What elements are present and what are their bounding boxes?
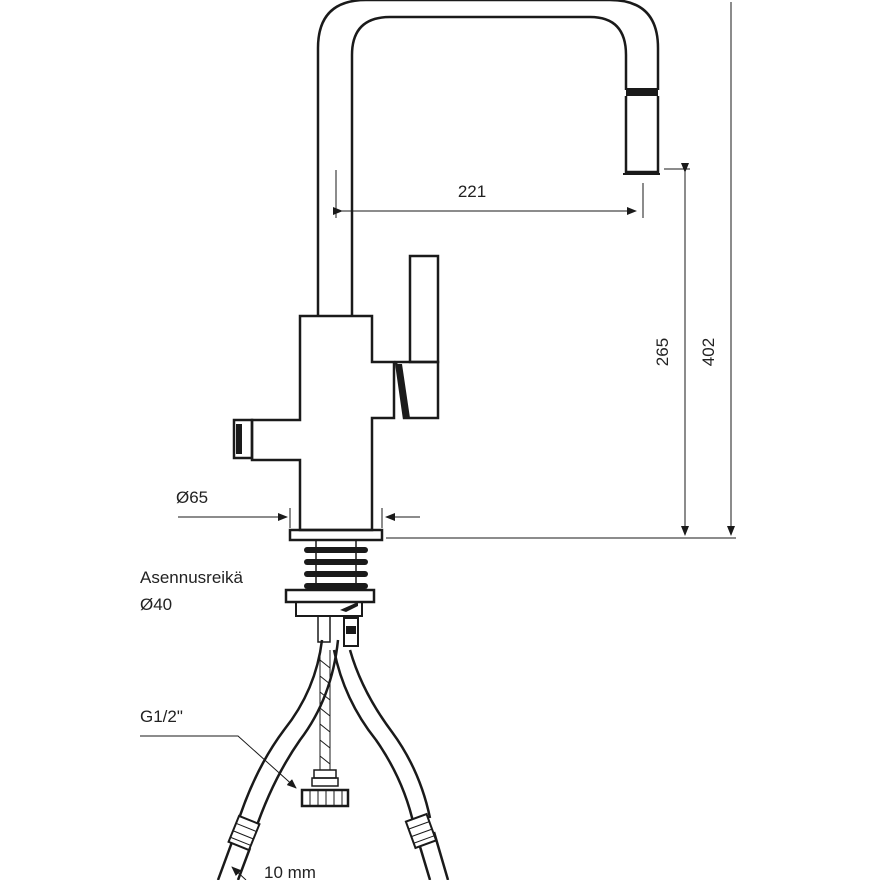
hose-size-callout: 10 mm	[231, 863, 316, 880]
dimension-heights: 265 402	[386, 2, 736, 539]
dimension-total-height-label: 402	[699, 338, 718, 366]
spout	[316, 0, 660, 316]
hose-fittings	[227, 769, 438, 852]
dimension-spout-height-label: 265	[653, 338, 672, 366]
dimension-base-diameter: Ø65	[176, 488, 420, 528]
dimension-reach: 221	[333, 182, 644, 218]
mounting-hole-diameter: Ø40	[140, 595, 172, 614]
dimension-reach-label: 221	[458, 182, 486, 201]
mounting-hole-callout: Asennusreikä Ø40	[140, 568, 244, 614]
lever-handle	[394, 254, 440, 420]
spray-head	[623, 88, 660, 175]
mounting-assembly	[284, 528, 384, 647]
hose-size-label: 10 mm	[264, 863, 316, 880]
thread-label: G1/2"	[140, 707, 183, 726]
mounting-hole-title: Asennusreikä	[140, 568, 244, 587]
thread-callout: G1/2"	[140, 707, 297, 789]
faucet-body	[232, 314, 396, 532]
dimension-base-diameter-label: Ø65	[176, 488, 208, 507]
